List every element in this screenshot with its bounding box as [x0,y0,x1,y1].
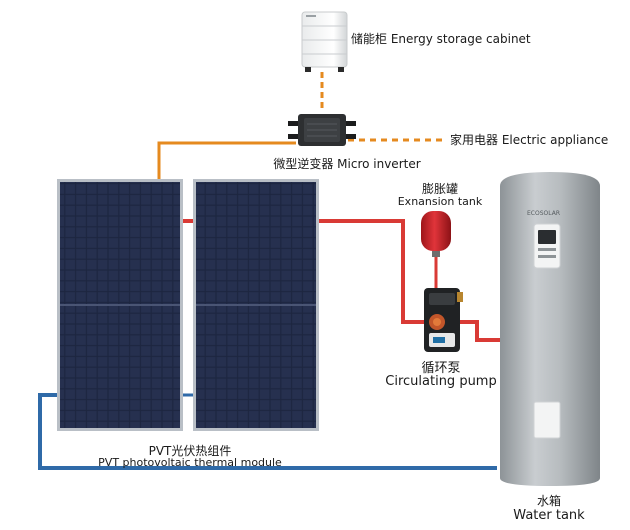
pvt-module-label-cn: PVT光伏热组件 [148,444,232,458]
hot-water-pipe-main [317,219,428,324]
pump-to-tank-pipe [458,320,500,342]
pvt-module-label-en: PVT photovoltaic thermal module [98,456,282,469]
micro-inverter-label: 微型逆变器 Micro inverter [273,157,421,171]
water-tank-label-en: Water tank [513,508,585,523]
circulating-pump-label-en: Circulating pump [385,374,497,389]
micro-inverter [288,114,356,146]
expansion-tank-label-en: Exnansion tank [397,195,483,208]
tank-brand-logo: ECOSOLAR [527,210,560,217]
expansion-tank-label-cn: 膨胀罐 [421,182,459,196]
water-tank [500,172,600,486]
pvt-panel-right [193,179,319,431]
energy-storage-label: 储能柜 Energy storage cabinet [351,32,531,46]
expansion-tank [421,211,451,257]
electric-appliance-label: 家用电器 Electric appliance [450,133,609,147]
energy-storage-cabinet [301,11,348,72]
cold-water-pipe [38,393,497,470]
pvt-panel-left [57,179,183,431]
circulating-pump-label-cn: 循环泵 [421,361,461,376]
circulating-pump [424,288,463,352]
water-tank-label-cn: 水箱 [536,494,562,508]
panel-power-line [157,141,296,180]
